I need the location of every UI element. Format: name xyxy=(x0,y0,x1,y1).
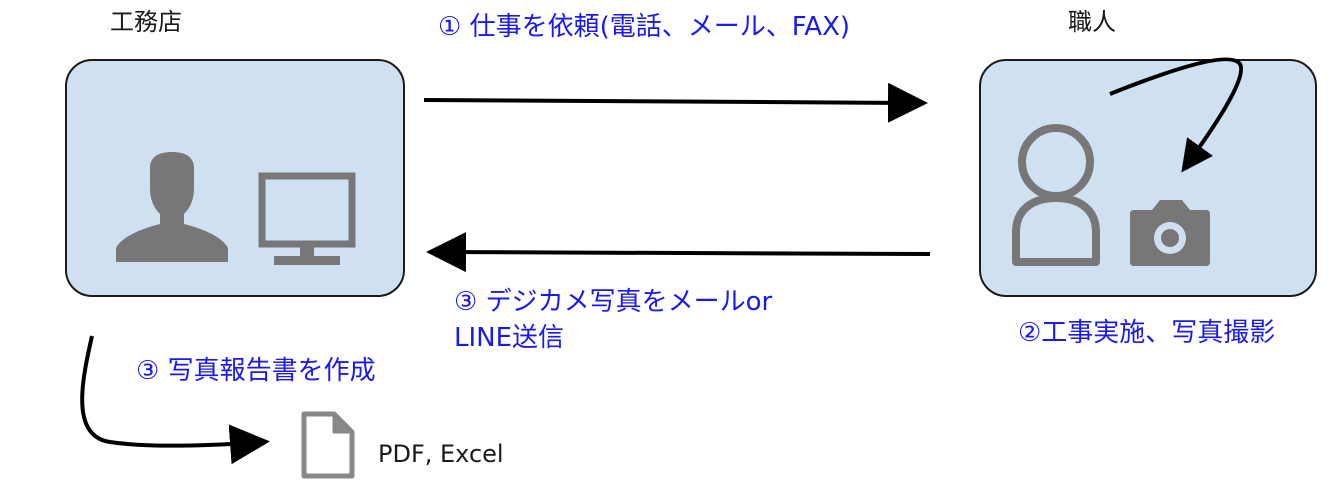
send-photos-arrow xyxy=(426,232,931,273)
person-outline-icon xyxy=(1012,124,1100,266)
request-arrow xyxy=(423,82,928,123)
step-send-label-line2: LINE送信 xyxy=(454,323,565,353)
step-request-label: ① 仕事を依頼(電話、メール、FAX) xyxy=(438,12,851,42)
camera-icon xyxy=(1130,200,1210,266)
monitor-icon xyxy=(258,172,356,265)
step-send-label-line1: ③ デジカメ写真をメールor xyxy=(454,287,773,317)
step-work-label: ②工事実施、写真撮影 xyxy=(1018,318,1276,348)
work-curve-arrow xyxy=(1109,57,1244,173)
output-formats-label: PDF, Excel xyxy=(378,440,504,468)
actor-label-contractor: 工務店 xyxy=(110,8,182,36)
step-report-label: ③ 写真報告書を作成 xyxy=(136,356,376,386)
actor-label-craftsman: 職人 xyxy=(1068,8,1116,36)
report-curve-arrow xyxy=(80,335,270,465)
document-icon xyxy=(301,411,355,479)
craftsman-box xyxy=(979,59,1317,297)
person-silhouette-icon xyxy=(116,152,228,262)
